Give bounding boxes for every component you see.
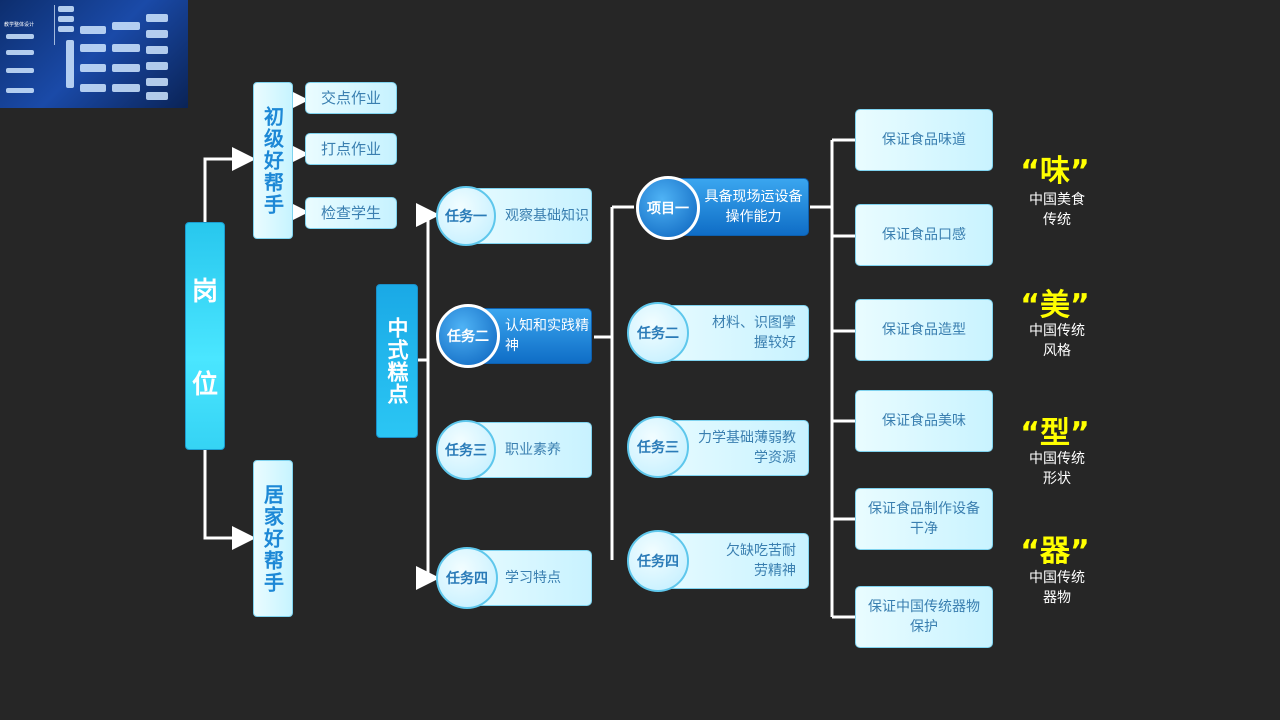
guarantee-mouthfeel[interactable]: 保证食品口感 bbox=[855, 204, 993, 266]
course-node[interactable]: 中式糕点 bbox=[376, 284, 418, 438]
subtask-two-text: 材料、识图掌握较好 bbox=[712, 315, 796, 351]
keyword-beauty: “美” bbox=[1020, 288, 1090, 323]
task-two-text: 认知和实践精神 bbox=[505, 318, 589, 354]
guarantee-delicious[interactable]: 保证食品美味 bbox=[855, 390, 993, 452]
subtask-four-text: 欠缺吃苦耐劳精神 bbox=[726, 543, 796, 579]
keyword-shape-desc: 中国传统形状 bbox=[1029, 451, 1085, 487]
root-node[interactable]: 岗 位 bbox=[185, 222, 225, 450]
subtask-three-badge[interactable]: 任务三 bbox=[627, 416, 689, 478]
root-char-wei: 位 bbox=[191, 370, 218, 400]
guarantee-clean-equipment[interactable]: 保证食品制作设备干净 bbox=[855, 488, 993, 550]
task-four-text: 学习特点 bbox=[505, 570, 561, 586]
guarantee-taste[interactable]: 保证食品味道 bbox=[855, 109, 993, 171]
task-three-badge[interactable]: 任务三 bbox=[436, 420, 496, 480]
root-char-gang: 岗 bbox=[191, 277, 218, 307]
item-handover-homework[interactable]: 交点作业 bbox=[305, 82, 397, 114]
item-grade-homework[interactable]: 打点作业 bbox=[305, 133, 397, 165]
task-three-text: 职业素养 bbox=[505, 442, 561, 458]
guarantee-shape[interactable]: 保证食品造型 bbox=[855, 299, 993, 361]
keyword-vessel: “器” bbox=[1020, 534, 1090, 569]
guarantee-vessel-protection[interactable]: 保证中国传统器物保护 bbox=[855, 586, 993, 648]
item-check-students[interactable]: 检查学生 bbox=[305, 197, 397, 229]
junior-helper-node[interactable]: 初级好帮手 bbox=[253, 82, 293, 239]
subtask-two-badge[interactable]: 任务二 bbox=[627, 302, 689, 364]
thumbnail-title: 教学整体设计 bbox=[4, 22, 35, 28]
subtask-three-text: 力学基础薄弱教学资源 bbox=[698, 430, 796, 466]
task-two-badge[interactable]: 任务二 bbox=[436, 304, 500, 368]
project-one-text: 具备现场运设备操作能力 bbox=[704, 189, 803, 225]
project-one-badge[interactable]: 项目一 bbox=[636, 176, 700, 240]
keyword-shape: “型” bbox=[1020, 416, 1090, 451]
slide-thumbnail[interactable]: 教学整体设计 bbox=[0, 0, 188, 108]
task-four-badge[interactable]: 任务四 bbox=[436, 547, 498, 609]
keyword-beauty-desc: 中国传统风格 bbox=[1029, 323, 1085, 359]
home-helper-node[interactable]: 居家好帮手 bbox=[253, 460, 293, 617]
keyword-taste: “味” bbox=[1020, 154, 1090, 189]
task-one-badge[interactable]: 任务一 bbox=[436, 186, 496, 246]
keyword-taste-desc: 中国美食传统 bbox=[1029, 192, 1085, 228]
subtask-four-badge[interactable]: 任务四 bbox=[627, 530, 689, 592]
keyword-vessel-desc: 中国传统器物 bbox=[1029, 570, 1085, 606]
task-one-text: 观察基础知识 bbox=[505, 208, 589, 224]
